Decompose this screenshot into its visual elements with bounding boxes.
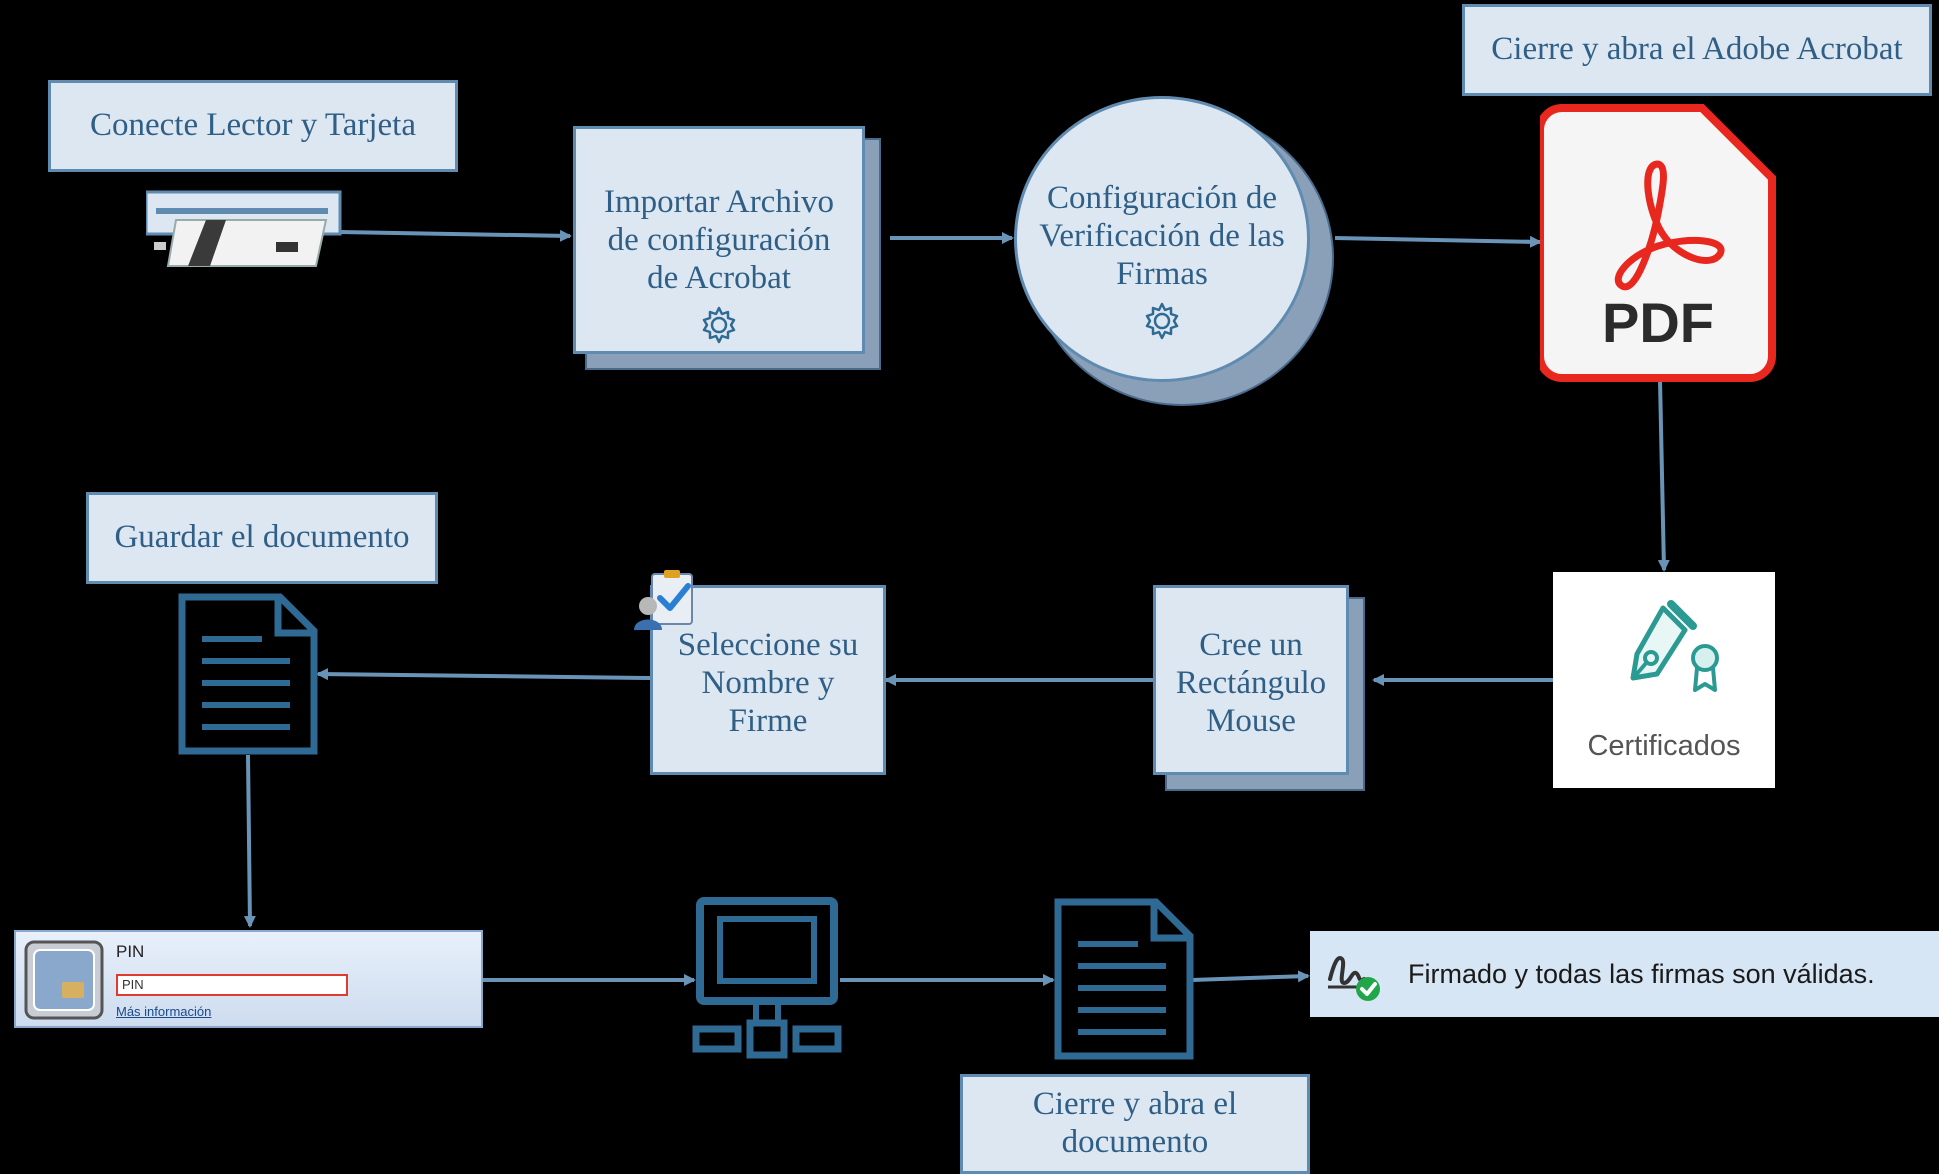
signature-validation-text: Firmado y todas las firmas son válidas. <box>1408 958 1875 989</box>
signature-valid-icon <box>1328 956 1380 1001</box>
step-verify-signatures-text: Configuración de Verificación de las Fir… <box>1039 180 1285 292</box>
smart-card-icon <box>24 940 104 1020</box>
step-select-sign-text: Seleccione su Nombre y Firme <box>677 627 859 739</box>
step-create-rectangle: Cree un Rectángulo Mouse <box>1153 585 1349 775</box>
arrow-save-to-pin <box>243 754 256 928</box>
certificates-tool[interactable]: Certificados <box>1553 572 1775 788</box>
pin-input[interactable]: PIN <box>116 974 348 996</box>
document-icon <box>178 593 318 755</box>
arrow-document-to-validation <box>1191 970 1310 983</box>
label-close-document-text: Cierre y abra el documento <box>1032 1086 1238 1160</box>
label-close-acrobat-text: Cierre y abra el Adobe Acrobat <box>1491 31 1903 68</box>
pdf-label: PDF <box>1602 291 1714 354</box>
label-connect-reader-text: Conecte Lector y Tarjeta <box>89 107 416 144</box>
card-reader-icon <box>146 190 342 267</box>
signature-validation-bar: Firmado y todas las firmas son válidas. <box>1310 931 1939 1017</box>
pin-dialog-title: PIN <box>116 942 145 961</box>
label-close-document: Cierre y abra el documento <box>960 1074 1310 1174</box>
arrow-pdf-to-certificates <box>1657 379 1670 572</box>
label-connect-reader: Conecte Lector y Tarjeta <box>48 80 458 172</box>
pin-input-value: PIN <box>122 977 144 992</box>
certificate-pen-icon <box>1630 600 1719 692</box>
step-create-rectangle-text: Cree un Rectángulo Mouse <box>1175 627 1327 739</box>
more-info-link[interactable]: Más información <box>116 1004 212 1019</box>
arrow-select-to-save <box>316 668 651 681</box>
gear-icon <box>702 306 736 344</box>
pdf-icon <box>1540 104 1776 382</box>
label-save-document: Guardar el documento <box>86 492 438 584</box>
arrow-verify-to-pdf <box>1334 235 1542 248</box>
pin-dialog: PIN PIN Más información <box>14 930 483 1028</box>
label-close-acrobat: Cierre y abra el Adobe Acrobat <box>1462 4 1932 96</box>
signer-check-icon <box>634 570 693 630</box>
step-verify-signatures: Configuración de Verificación de las Fir… <box>1014 96 1310 382</box>
step-select-sign: Seleccione su Nombre y Firme <box>650 585 886 775</box>
computer-network-icon <box>692 897 842 1059</box>
step-import-config: Importar Archivo de configuración de Acr… <box>573 126 865 354</box>
gear-icon <box>1145 302 1179 340</box>
label-save-document-text: Guardar el documento <box>114 519 410 556</box>
arrow-reader-to-import <box>339 229 572 242</box>
certificates-label: Certificados <box>1587 730 1741 762</box>
document-icon <box>1054 898 1194 1060</box>
step-import-config-text: Importar Archivo de configuración de Acr… <box>603 184 835 296</box>
